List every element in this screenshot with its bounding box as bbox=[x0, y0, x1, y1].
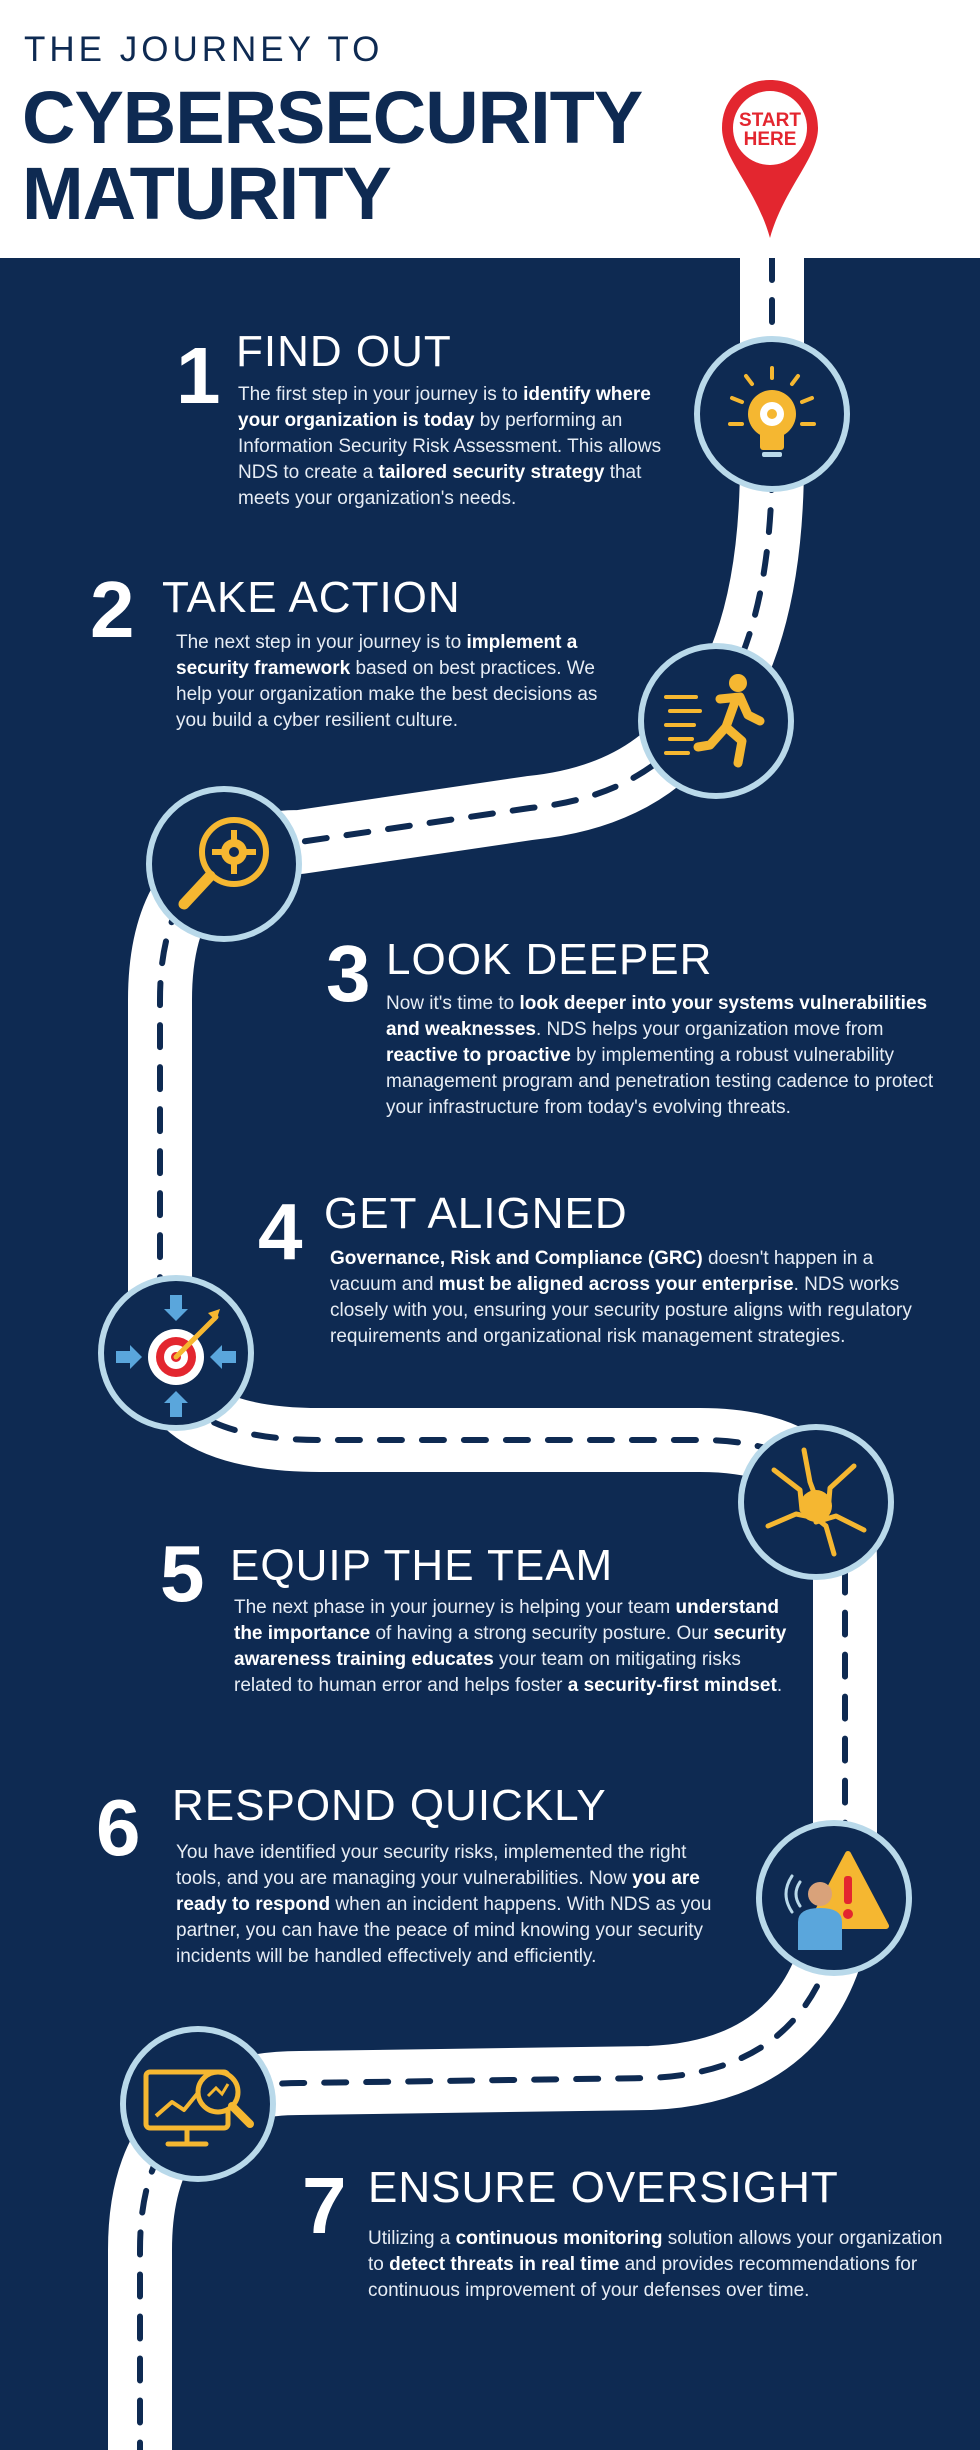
body-text: solution allows your organization to bbox=[368, 2228, 943, 2275]
emphasis-text: Governance, Risk and Compliance (GRC) bbox=[330, 1248, 703, 1269]
emphasis-text: a security-first mindset bbox=[567, 1675, 777, 1696]
step-description: Utilizing a continuous monitoring soluti… bbox=[368, 2226, 948, 2304]
step-heading: RESPOND QUICKLY bbox=[172, 1781, 607, 1830]
emphasis-text: continuous monitoring bbox=[455, 2228, 663, 2249]
lightbulb-gear-icon bbox=[728, 366, 816, 457]
pin-label-line-1: START bbox=[739, 110, 801, 131]
step-description: The next phase in your journey is helpin… bbox=[234, 1595, 804, 1699]
body-text: of having a strong security posture. Our bbox=[370, 1623, 714, 1644]
step-5-icon-circle bbox=[738, 1424, 894, 1580]
emphasis-text: tailored security strategy bbox=[378, 462, 605, 483]
step-1-icon-circle bbox=[694, 336, 850, 492]
emphasis-text: must be aligned across your enterprise bbox=[438, 1274, 794, 1295]
body-text: when an incident happens. With NDS as yo… bbox=[176, 1894, 712, 1967]
body-text: and provides recommendations for continu… bbox=[368, 2254, 918, 2301]
step-description: Now it's time to look deeper into your s… bbox=[386, 991, 956, 1121]
step-number: 3 bbox=[326, 929, 371, 1018]
step-heading: FIND OUT bbox=[236, 327, 452, 376]
body-text: that meets your organization's needs. bbox=[238, 462, 642, 509]
step-2-icon-circle bbox=[638, 643, 794, 799]
header: THE JOURNEY TO CYBERSECURITY MATURITY ST… bbox=[0, 0, 980, 258]
step-3-icon-circle bbox=[146, 786, 302, 942]
start-pin: START HERE bbox=[720, 78, 820, 240]
team-hands-icon bbox=[765, 1447, 867, 1557]
monitor-analytics-icon bbox=[143, 2069, 254, 2147]
step-number: 5 bbox=[160, 1529, 205, 1618]
emphasis-text: understand the importance bbox=[234, 1597, 779, 1644]
emphasis-text: you are ready to respond bbox=[176, 1868, 700, 1915]
running-person-icon bbox=[664, 674, 765, 768]
body-text: . NDS helps your organization move from bbox=[535, 1019, 884, 1040]
step-description: You have identified your security risks,… bbox=[176, 1840, 726, 1970]
body-text: The next phase in your journey is helpin… bbox=[234, 1597, 676, 1618]
step-number: 4 bbox=[258, 1187, 303, 1276]
body-text: based on best practices. We help your or… bbox=[176, 658, 598, 731]
body-text: The next step in your journey is to bbox=[176, 632, 467, 653]
body-text: The first step in your journey is to bbox=[238, 384, 524, 405]
body-text: You have identified your security risks,… bbox=[176, 1842, 687, 1889]
step-4-icon-circle bbox=[98, 1275, 254, 1431]
step-6-icon-circle bbox=[756, 1820, 912, 1976]
alert-person-icon bbox=[784, 1851, 889, 1950]
step-heading: LOOK DEEPER bbox=[386, 935, 713, 984]
body-text: your team on mitigating risks related to… bbox=[234, 1649, 741, 1696]
body-text: . NDS works closely with you, ensuring y… bbox=[330, 1274, 912, 1347]
step-number: 2 bbox=[90, 565, 135, 654]
target-arrows-icon bbox=[116, 1295, 236, 1417]
step-heading: EQUIP THE TEAM bbox=[230, 1541, 614, 1590]
step-number: 7 bbox=[302, 2161, 347, 2250]
header-kicker: THE JOURNEY TO bbox=[24, 30, 384, 69]
step-number: 6 bbox=[96, 1783, 141, 1872]
body-text: by performing an Information Security Ri… bbox=[238, 410, 662, 483]
emphasis-text: reactive to proactive bbox=[386, 1045, 571, 1066]
emphasis-text: implement a security framework bbox=[176, 632, 578, 679]
step-number: 1 bbox=[176, 331, 221, 420]
pin-label-line-2: HERE bbox=[743, 129, 797, 150]
step-7-icon-circle bbox=[120, 2026, 276, 2182]
emphasis-text: security awareness training educates bbox=[234, 1623, 787, 1670]
body-text: Now it's time to bbox=[386, 993, 520, 1014]
step-heading: GET ALIGNED bbox=[324, 1189, 628, 1238]
body-text: . bbox=[776, 1675, 783, 1696]
step-description: The next step in your journey is to impl… bbox=[176, 630, 616, 734]
body-text: doesn't happen in a vacuum and bbox=[330, 1248, 874, 1295]
page-title: CYBERSECURITY MATURITY bbox=[22, 76, 643, 235]
magnifier-gear-icon bbox=[178, 817, 269, 910]
step-heading: TAKE ACTION bbox=[162, 573, 461, 622]
emphasis-text: identify where your organization is toda… bbox=[238, 384, 651, 431]
title-line-2: MATURITY bbox=[22, 152, 392, 235]
emphasis-text: detect threats in real time bbox=[389, 2254, 620, 2275]
step-description: Governance, Risk and Compliance (GRC) do… bbox=[330, 1246, 930, 1350]
step-description: The first step in your journey is to ide… bbox=[238, 382, 668, 512]
body-text: Utilizing a bbox=[368, 2228, 456, 2249]
map-pin-icon bbox=[722, 80, 818, 238]
step-heading: ENSURE OVERSIGHT bbox=[368, 2163, 839, 2212]
title-line-1: CYBERSECURITY bbox=[22, 76, 643, 159]
pin-label: START HERE bbox=[720, 111, 820, 149]
emphasis-text: look deeper into your systems vulnerabil… bbox=[386, 993, 928, 1040]
body-text: by implementing a robust vulnerability m… bbox=[386, 1045, 934, 1118]
